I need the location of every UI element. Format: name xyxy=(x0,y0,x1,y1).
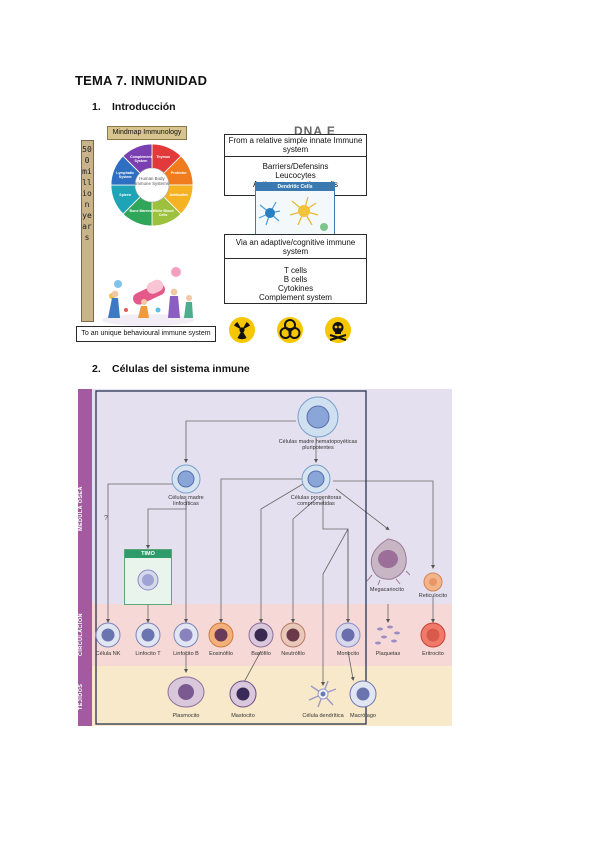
band-tejidos xyxy=(78,666,452,726)
mindmap-label: Mindmap Immunology xyxy=(107,126,187,140)
circulation-cell-image xyxy=(205,621,237,649)
adaptive-title: Via an adaptive/cognitive immune system xyxy=(225,235,366,259)
circulation-cell-image xyxy=(277,621,309,649)
adaptive-immune-box: Via an adaptive/cognitive immune system … xyxy=(224,234,367,304)
circulation-cell-image xyxy=(245,621,277,649)
wheel-segment-label: Complement System xyxy=(130,155,152,164)
stem-cell-label: Células madre hematopoyéticas pluripoten… xyxy=(278,439,358,451)
circulation-cell-image xyxy=(332,621,364,649)
radiation-icon xyxy=(228,316,256,349)
dendritic-cells-drawing xyxy=(258,196,328,231)
innate-immune-box: From a relative simple innate Immune sys… xyxy=(224,134,367,196)
circulation-cell-label: Neutrófilo xyxy=(281,651,305,657)
section-heading-introduccion: 1.Introducción xyxy=(92,101,176,113)
tissue-cell-label: Plasmocito xyxy=(172,713,200,719)
people-medicine-illustration xyxy=(102,267,194,326)
circulation-cell-image xyxy=(132,621,164,649)
wheel-segment-label: Lymphatic System xyxy=(116,170,135,179)
tissue-cell-image xyxy=(347,679,379,709)
progenitor-label: Células progenitoras comprometidas xyxy=(290,495,342,507)
tissue-cell-image xyxy=(227,679,259,709)
progenitor-cell-image xyxy=(301,464,331,494)
tissue-cell-label: Macrófago xyxy=(350,713,376,719)
reticulocyte-label: Reticulocito xyxy=(418,593,448,599)
dendritic-cells-image: Dendritic Cells xyxy=(255,182,335,236)
adaptive-item: Complement system xyxy=(259,293,332,302)
poison-skull-icon xyxy=(324,316,352,349)
wheel-segment-label: Bone Marrow xyxy=(129,208,153,213)
dendritic-cells-label: Dendritic Cells xyxy=(256,183,334,191)
circulation-cell-image xyxy=(372,621,404,649)
circulation-cell-label: Plaquetas xyxy=(375,651,401,657)
stem-cell-image xyxy=(297,396,339,438)
immunology-collage-figure: 500 million years Mindmap Immunology Hum… xyxy=(76,122,367,352)
wheel-segment-label: Protector xyxy=(170,170,187,175)
adaptive-item: Cytokines xyxy=(277,284,314,293)
circulation-cell-label: Célula NK xyxy=(95,651,121,657)
timeline-label: 500 million years xyxy=(82,145,92,242)
circulation-cell-label: Basófilo xyxy=(251,651,271,657)
circulation-cell-label: Linfocito T xyxy=(135,651,161,657)
timo-label: TIMO xyxy=(125,550,171,558)
wheel-center-label: Human Body Immune Systems xyxy=(135,176,169,186)
section-heading-celulas: 2.Células del sistema inmune xyxy=(92,363,250,375)
biohazard-icon xyxy=(276,316,304,349)
circulation-cell-label: Eritrocito xyxy=(422,651,444,657)
tissue-cell-image xyxy=(307,679,339,709)
wheel-segment-label: Thymus xyxy=(156,155,170,160)
adaptive-item: B cells xyxy=(283,275,308,284)
tissue-cell-image xyxy=(166,674,206,710)
tissue-cell-label: Célula dendrítica xyxy=(302,713,344,719)
lineage-arrows xyxy=(95,390,435,725)
reticulocyte-image xyxy=(423,572,443,592)
circulation-cell-image xyxy=(92,621,124,649)
wheel-segment-label: Spleen xyxy=(119,193,132,198)
immune-system-wheel xyxy=(110,143,194,227)
timo-box: TIMO xyxy=(124,549,172,605)
lymphoid-stem-cell-image xyxy=(171,464,201,494)
tissue-cell-label: Mastocito xyxy=(231,713,255,719)
circulation-cell-image xyxy=(417,621,449,649)
wheel-segment-label: Antibodies xyxy=(169,193,189,198)
innate-title: From a relative simple innate Immune sys… xyxy=(225,135,366,157)
page-title: TEMA 7. INMUNIDAD xyxy=(75,73,208,88)
circulation-cell-label: Eosinófilo xyxy=(209,651,233,657)
wheel-segment-label: White Blood Cells xyxy=(152,208,174,217)
lymphoid-stem-label: Células madre linfocíticas xyxy=(168,495,204,507)
adaptive-item: T cells xyxy=(284,266,307,275)
megakaryocyte-label: Megacariocito xyxy=(369,587,405,593)
circulation-cell-image xyxy=(170,621,202,649)
innate-item: Leucocytes xyxy=(275,171,316,180)
timo-cell-image xyxy=(137,569,159,591)
behavioural-immune-box: To an unique behavioural immune system xyxy=(76,326,216,342)
innate-item: Barriers/Defensins xyxy=(262,162,329,171)
circulation-cell-label: Monocito xyxy=(336,651,360,657)
question-mark: ? xyxy=(104,515,108,522)
circulation-cell-label: Linfocito B xyxy=(173,651,199,657)
megakaryocyte-image xyxy=(366,538,410,585)
hematopoiesis-diagram: MÉDULA ÓSEA CIRCULACIÓN TEJIDOS xyxy=(78,389,452,726)
timeline-bar xyxy=(81,140,94,322)
